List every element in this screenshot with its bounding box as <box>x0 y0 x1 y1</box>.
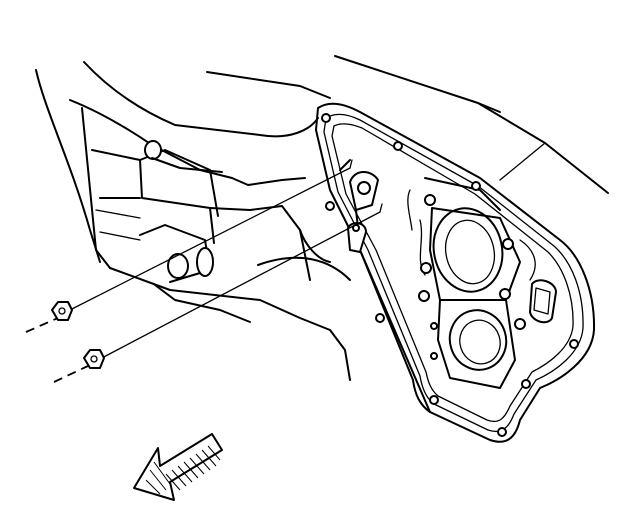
nut-icon <box>83 349 105 369</box>
fastener <box>430 322 438 330</box>
fastener <box>521 379 531 389</box>
fastener <box>499 288 511 300</box>
fastener <box>420 262 432 274</box>
fastener <box>429 395 439 405</box>
panel-fasteners <box>321 113 579 437</box>
fastener <box>497 427 507 437</box>
fastener <box>325 201 335 211</box>
fastener <box>514 318 526 330</box>
fastener <box>375 313 385 323</box>
fastener <box>424 194 436 206</box>
fastener <box>569 339 579 349</box>
fastener <box>418 290 430 302</box>
fastener <box>430 352 438 360</box>
door-trim-panel <box>315 102 596 443</box>
inner-door-structure <box>69 61 351 381</box>
vehicle-body-outline <box>35 55 609 263</box>
view-direction-arrow-icon <box>133 433 223 501</box>
fastener <box>393 141 403 151</box>
fastener <box>471 181 481 191</box>
nut-icon <box>51 301 73 321</box>
fastener <box>502 238 514 250</box>
fastener <box>321 113 331 123</box>
leader-lines <box>25 159 383 383</box>
